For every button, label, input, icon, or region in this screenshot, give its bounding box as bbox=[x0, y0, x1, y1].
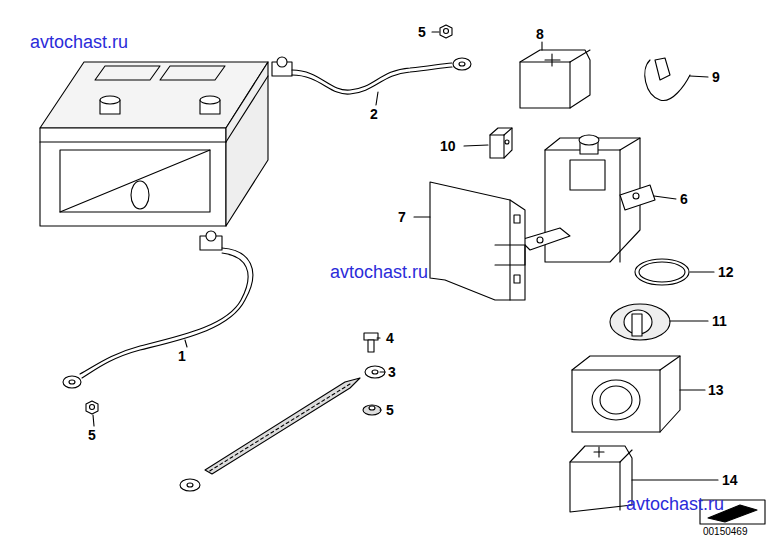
watermark: avtochast.ru bbox=[330, 263, 428, 281]
callout-number: 7 bbox=[398, 210, 406, 224]
callout-number: 5 bbox=[88, 428, 96, 442]
callout-number: 10 bbox=[440, 139, 456, 153]
callout-number: 5 bbox=[418, 25, 426, 39]
figure-code: 00150469 bbox=[703, 527, 748, 537]
watermark: avtochast.ru bbox=[30, 33, 128, 51]
callout-number: 11 bbox=[712, 314, 727, 328]
callout-number: 9 bbox=[712, 70, 720, 84]
callout-number: 5 bbox=[386, 403, 394, 417]
callout-number: 2 bbox=[370, 107, 378, 121]
callout-number: 13 bbox=[708, 383, 724, 397]
callout-number: 12 bbox=[718, 265, 734, 279]
callout-number: 6 bbox=[680, 192, 688, 206]
watermark: avtochast.ru bbox=[626, 495, 724, 513]
callout-number: 1 bbox=[178, 349, 186, 363]
callout-number: 14 bbox=[722, 473, 738, 487]
callout-number: 8 bbox=[536, 27, 544, 41]
callout-number: 3 bbox=[388, 365, 396, 379]
callout-number: 4 bbox=[386, 331, 394, 345]
